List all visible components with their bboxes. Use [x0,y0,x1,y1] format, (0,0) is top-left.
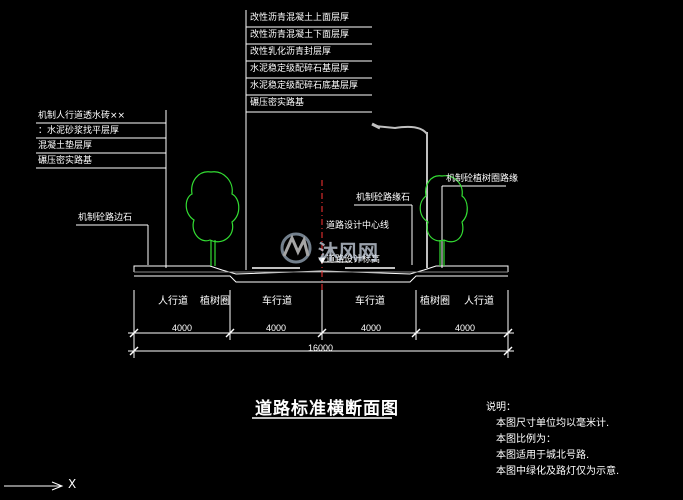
curb-right-label: 机制砼路缘石 [356,193,411,203]
side-layer-4: 碾压密实路基 [38,156,93,166]
section-lane-right: 车行道 [355,296,385,307]
section-lane-left: 车行道 [262,296,292,307]
top-layer-leader [245,10,372,270]
top-layer-1: 改性沥青混凝土上面层厚 [250,13,350,23]
top-layer-4: 水泥稳定级配碎石基层厚 [250,64,350,74]
ucs-axis [4,481,64,491]
top-layer-3: 改性乳化沥青封层厚 [250,47,332,57]
dim-total: 16000 [308,343,334,353]
note-3: 本图适用于城北号路. [496,450,590,461]
note-1: 本图尺寸单位均以毫米计. [496,418,610,429]
watermark-logo [280,232,312,264]
tree-ring-label: 机制砼植树圈路缘 [446,174,519,184]
tree-left [185,171,240,266]
top-layer-2: 改性沥青混凝土下面层厚 [250,30,350,40]
notes-block: 说明： 本图尺寸单位均以毫米计. 本图比例为： 本图适用于城北号路. 本图中绿化… [486,400,619,480]
section-tree-left: 植树圈 [200,296,230,307]
drawing-title: 道路标准横断面图 [255,399,399,419]
dim-1: 4000 [172,323,193,333]
side-layer-3: 混凝土垫层厚 [38,141,93,151]
side-layer-1: 机制人行道透水砖×× [38,111,126,121]
section-tree-right: 植树圈 [420,296,450,307]
side-layer-leader [36,110,167,268]
road-profile [133,265,509,283]
dimension-ticks [129,328,513,356]
dimension-lines [128,290,514,358]
top-layer-6: 碾压密实路基 [250,98,305,108]
side-layer-2: ：水泥砂浆找平层厚 [38,126,120,136]
notes-heading: 说明： [486,402,516,413]
curb-left-label: 机制砼路边石 [78,213,133,223]
dim-2: 4000 [266,323,287,333]
dim-3: 4000 [361,323,382,333]
watermark-text: 沐风网 [318,240,378,264]
top-layer-5: 水泥稳定级配碎石底基层厚 [250,81,359,91]
elevation-label: 道路设计标高 [326,255,381,265]
note-2: 本图比例为： [496,434,556,445]
street-lamp [371,122,428,268]
note-4: 本图中绿化及路灯仅为示意. [496,466,620,477]
centerline-label: 道路设计中心线 [326,221,390,231]
axis-x-label: X [68,477,77,491]
section-sidewalk-left: 人行道 [158,296,188,307]
section-sidewalk-right: 人行道 [464,296,494,307]
tree-right [419,175,468,266]
dim-4: 4000 [455,323,476,333]
elevation-marker [318,257,350,264]
